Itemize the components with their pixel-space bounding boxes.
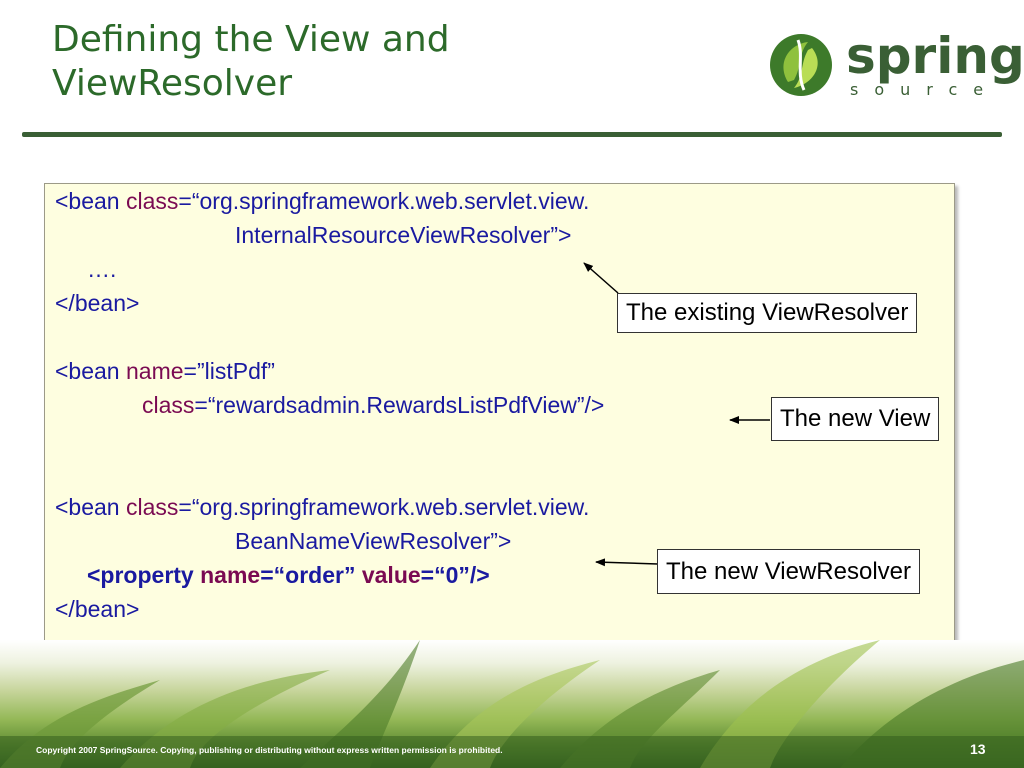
code-token: “order” (273, 562, 362, 588)
grass-blades (0, 640, 1024, 768)
code-token: ”listPdf” (196, 358, 275, 384)
code-token: <bean (55, 494, 126, 520)
code-token: </bean> (55, 596, 140, 622)
code-token: <bean (55, 188, 126, 214)
code-line-8: BeanNameViewResolver”> (235, 524, 511, 558)
code-token: <property (87, 562, 201, 588)
logo-word: spring (846, 27, 1024, 85)
code-keyword: class (126, 494, 179, 520)
code-token: BeanNameViewResolver”> (235, 528, 512, 554)
code-line-9: <property name=“order” value=“0”/> (87, 558, 490, 592)
callout-new-resolver: The new ViewResolver (657, 549, 921, 594)
page-number: 13 (970, 741, 986, 757)
copyright-footer: Copyright 2007 SpringSource. Copying, pu… (36, 745, 503, 755)
slide-title: Defining the View and ViewResolver (52, 18, 450, 106)
code-token: = (260, 562, 274, 588)
code-token: </bean> (55, 290, 140, 316)
springsource-logo: spring source (768, 27, 1024, 102)
code-token: = (194, 392, 208, 418)
title-divider (22, 132, 1002, 137)
code-line-1: <bean class=“org.springframework.web.ser… (55, 184, 589, 218)
code-keyword: class (142, 392, 195, 418)
code-line-3: …. (87, 252, 116, 286)
code-keyword: class (126, 188, 179, 214)
code-token: “org.springframework.web.servlet.view. (191, 188, 590, 214)
code-keyword: value (361, 562, 421, 588)
code-line-5: <bean name=”listPdf” (55, 354, 275, 388)
code-keyword: name (126, 358, 184, 384)
code-token: /> (469, 562, 490, 588)
logo-subtitle: source (850, 80, 1000, 99)
title-line-1: Defining the View and (52, 19, 450, 60)
code-line-10: </bean> (55, 592, 139, 626)
callout-existing-resolver: The existing ViewResolver (617, 293, 918, 333)
code-token: = (183, 358, 197, 384)
code-token: = (178, 188, 192, 214)
code-token: …. (87, 256, 117, 282)
code-line-2: InternalResourceViewResolver”> (235, 218, 571, 252)
leaf-icon (770, 34, 832, 96)
arrow-existing-resolver (583, 262, 619, 294)
code-token: “0” (434, 562, 470, 588)
code-token: “rewardsadmin.RewardsListPdfView”/> (207, 392, 605, 418)
code-line-7: <bean class=“org.springframework.web.ser… (55, 490, 589, 524)
code-token: <bean (55, 358, 126, 384)
code-line-6: class=“rewardsadmin.RewardsListPdfView”/… (142, 388, 604, 422)
code-keyword: name (200, 562, 261, 588)
grass-background (0, 640, 1024, 768)
arrow-new-resolver (595, 558, 659, 567)
callout-new-view: The new View (771, 397, 940, 441)
code-line-4: </bean> (55, 286, 139, 320)
code-token: “org.springframework.web.servlet.view. (191, 494, 590, 520)
title-line-2: ViewResolver (52, 63, 293, 104)
code-token: InternalResourceViewResolver”> (235, 222, 572, 248)
code-token: = (178, 494, 192, 520)
code-token: = (420, 562, 435, 588)
